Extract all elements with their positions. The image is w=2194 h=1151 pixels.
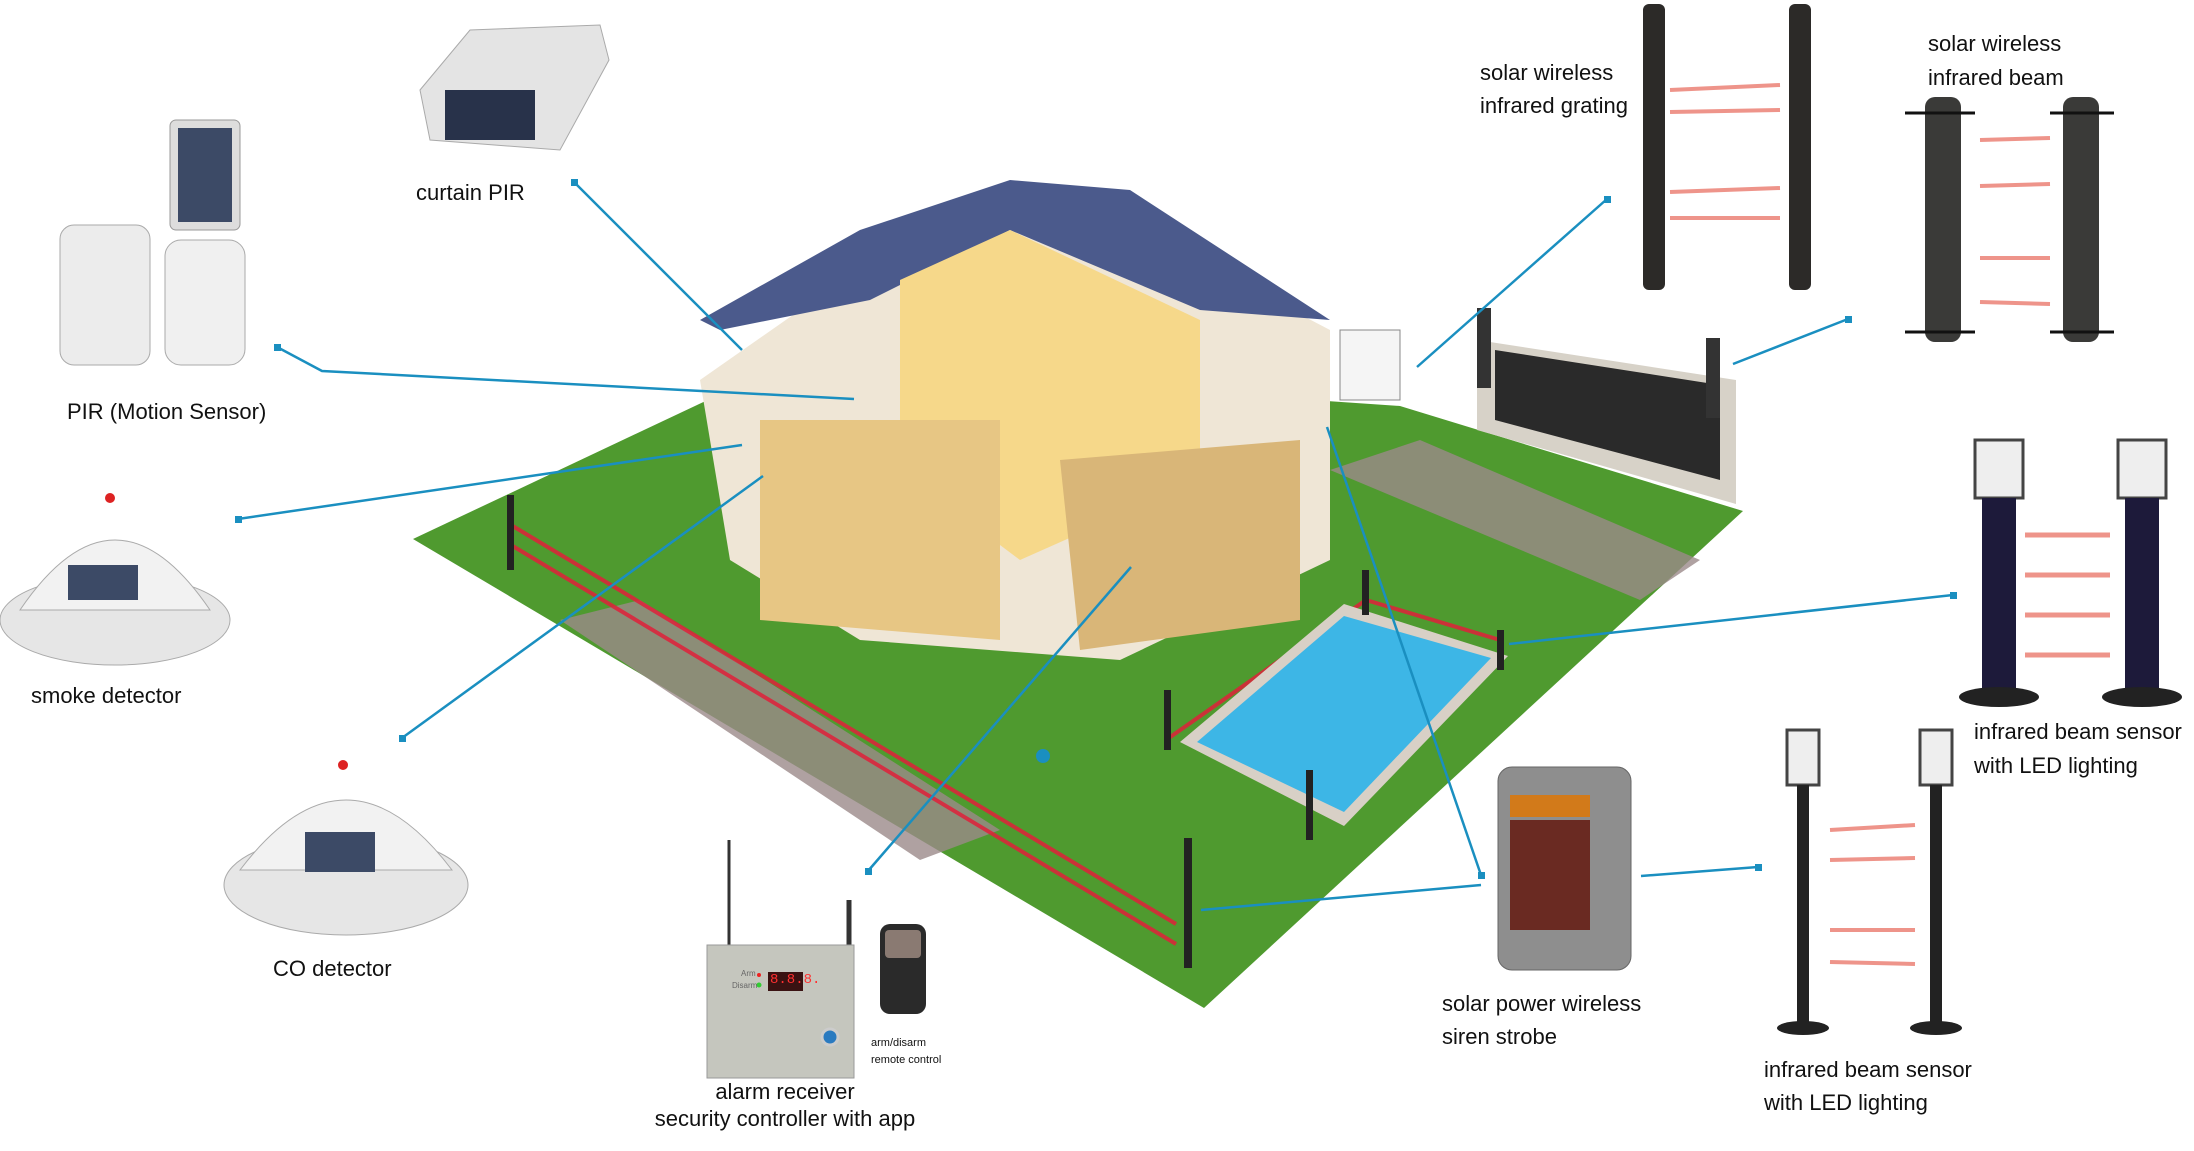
label-led-right-2: with LED lighting <box>1974 753 2138 778</box>
label-pir: PIR (Motion Sensor) <box>67 399 267 424</box>
location-dot <box>1036 749 1050 763</box>
leader-lines <box>237 181 1954 912</box>
infrared-beam-device <box>1905 97 2114 342</box>
path <box>1330 440 1700 600</box>
label-beam-1: solar wireless <box>1928 31 2062 56</box>
alarm-receiver-device <box>706 840 926 1079</box>
label-siren-2: siren strobe <box>1442 1024 1557 1049</box>
pool <box>1197 616 1491 812</box>
arm-indicator-label: Arm <box>741 969 756 978</box>
driveway <box>560 600 1000 860</box>
label-beam-2: infrared beam <box>1928 65 2064 90</box>
smoke-detector-device <box>0 493 231 666</box>
label-grating-1: solar wireless <box>1480 60 1614 85</box>
led-beam-sensor-right <box>1959 438 2182 707</box>
label-siren-1: solar power wireless <box>1442 991 1642 1016</box>
label-led-bottom-2: with LED lighting <box>1764 1090 1928 1115</box>
label-led-right-1: infrared beam sensor <box>1974 719 2182 744</box>
led-beam-sensor-bottom <box>1777 728 1962 1035</box>
label-remote-arm: arm/disarm <box>871 1037 927 1049</box>
receiver-display: 8.8.8. <box>770 972 821 988</box>
pir-devices <box>59 119 246 366</box>
infrared-grating-device <box>1643 4 1811 290</box>
label-security-controller: security controller with app <box>654 1106 916 1131</box>
label-co-detector: CO detector <box>273 956 392 981</box>
siren-strobe-device <box>1497 766 1632 971</box>
label-remote-control: remote control <box>871 1054 942 1066</box>
label-smoke-detector: smoke detector <box>31 683 182 708</box>
leader-endpoints <box>235 179 1957 879</box>
curtain-pir-device <box>419 24 610 151</box>
co-detector-device <box>223 760 469 936</box>
disarm-indicator-label: Disarm <box>732 981 758 990</box>
label-alarm-receiver: alarm receiver <box>715 1079 855 1104</box>
label-grating-2: infrared grating <box>1480 93 1628 118</box>
label-led-bottom-1: infrared beam sensor <box>1764 1057 1972 1082</box>
garden-poles <box>507 495 1504 968</box>
house <box>700 180 1401 660</box>
gate-fence <box>1477 308 1736 504</box>
label-curtain-pir: curtain PIR <box>416 180 525 205</box>
